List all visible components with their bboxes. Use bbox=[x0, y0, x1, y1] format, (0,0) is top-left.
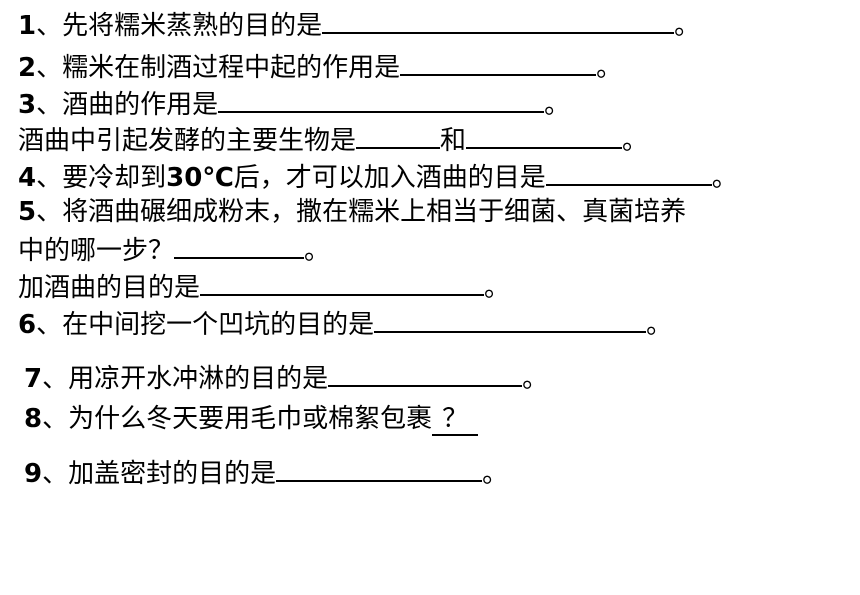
question-end: 。 bbox=[711, 163, 738, 193]
question-number: 4 bbox=[18, 163, 37, 193]
question-end: 。 bbox=[522, 364, 549, 394]
question-text: 后，才可以加入酒曲的目是 bbox=[233, 163, 546, 193]
answer-blank[interactable] bbox=[218, 87, 545, 113]
question-end: 。 bbox=[544, 90, 571, 120]
question-text: 酒曲中引起发酵的主要生物是 bbox=[18, 126, 357, 156]
question-8: 8、为什么冬天要用毛巾或棉絮包裹？ bbox=[24, 404, 479, 436]
question-end: 。 bbox=[484, 273, 511, 303]
question-number: 3 bbox=[18, 90, 37, 120]
question-6: 6、在中间挖一个凹坑的目的是 。 bbox=[18, 307, 672, 340]
question-text: 、要冷却到 bbox=[36, 163, 167, 193]
conjunction: 和 bbox=[440, 126, 467, 156]
question-5-sub: 加酒曲的目的是 。 bbox=[18, 270, 510, 303]
question-text: 加酒曲的目的是 bbox=[18, 273, 201, 303]
question-text: 中的哪一步？ bbox=[18, 236, 175, 266]
answer-blank[interactable] bbox=[322, 8, 675, 34]
question-text: 、先将糯米蒸熟的目的是 bbox=[36, 11, 323, 41]
question-3-sub: 酒曲中引起发酵的主要生物是 和 。 bbox=[18, 123, 648, 156]
question-1: 1、先将糯米蒸熟的目的是 。 bbox=[18, 8, 700, 41]
answer-blank[interactable] bbox=[545, 160, 712, 186]
question-end: 。 bbox=[304, 236, 331, 266]
question-text: 、在中间挖一个凹坑的目的是 bbox=[36, 310, 375, 340]
question-number: 7 bbox=[24, 364, 43, 394]
question-end: 。 bbox=[482, 459, 509, 489]
answer-blank[interactable] bbox=[328, 361, 523, 387]
question-text: 、加盖密封的目的是 bbox=[42, 459, 277, 489]
answer-blank[interactable] bbox=[200, 270, 485, 296]
question-text: 、酒曲的作用是 bbox=[36, 90, 219, 120]
question-text: 、将酒曲碾细成粉末，撒在糯米上相当于细菌、真菌培养 bbox=[36, 197, 687, 227]
question-number: 2 bbox=[18, 53, 37, 83]
question-text: 、为什么冬天要用毛巾或棉絮包裹 bbox=[42, 404, 433, 434]
answer-blank[interactable] bbox=[374, 307, 647, 333]
temperature: 30℃ bbox=[166, 163, 234, 193]
question-5: 5、将酒曲碾细成粉末，撒在糯米上相当于细菌、真菌培养 bbox=[18, 197, 686, 227]
question-text: 、用凉开水冲淋的目的是 bbox=[42, 364, 329, 394]
question-number: 9 bbox=[24, 459, 43, 489]
answer-blank[interactable] bbox=[356, 123, 441, 149]
question-end: 。 bbox=[596, 53, 623, 83]
answer-blank[interactable] bbox=[400, 50, 597, 76]
question-number: 6 bbox=[18, 310, 37, 340]
answer-blank[interactable] bbox=[276, 456, 483, 482]
question-7: 7、用凉开水冲淋的目的是 。 bbox=[24, 361, 548, 394]
question-number: 1 bbox=[18, 11, 37, 41]
question-9: 9、加盖密封的目的是 。 bbox=[24, 456, 508, 489]
question-end: 。 bbox=[674, 11, 701, 41]
question-number: 5 bbox=[18, 197, 37, 227]
answer-blank[interactable] bbox=[174, 233, 305, 259]
question-5-cont: 中的哪一步？ 。 bbox=[18, 233, 330, 266]
question-4: 4、要冷却到30℃后，才可以加入酒曲的目是 。 bbox=[18, 160, 738, 193]
answer-blank-question[interactable]: ？ bbox=[432, 404, 479, 436]
question-text: 、糯米在制酒过程中起的作用是 bbox=[36, 53, 401, 83]
question-end: 。 bbox=[622, 126, 649, 156]
question-number: 8 bbox=[24, 404, 43, 434]
question-end: 。 bbox=[646, 310, 673, 340]
answer-blank[interactable] bbox=[466, 123, 623, 149]
question-2: 2、糯米在制酒过程中起的作用是 。 bbox=[18, 50, 622, 83]
question-3: 3、酒曲的作用是 。 bbox=[18, 87, 570, 120]
